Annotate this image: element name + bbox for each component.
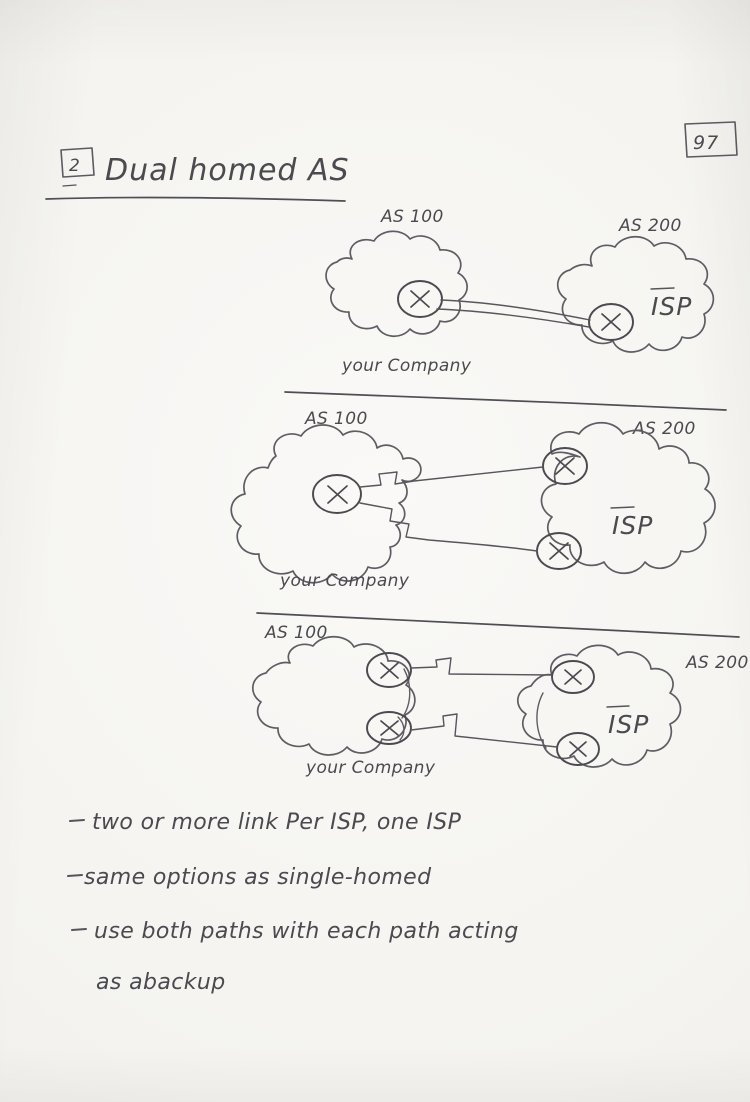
page-title: Dual homed AS <box>105 153 350 188</box>
diagram-2-right-as-label: AS 200 <box>632 419 696 439</box>
section-marker: 2 <box>69 156 80 176</box>
note-bullet-3: use both paths with each path acting as … <box>71 919 519 995</box>
diagram-3-isp-cloud: ISP <box>517 644 682 768</box>
divider-2 <box>256 612 740 638</box>
diagram-3-company-router-bottom <box>366 711 412 745</box>
diagram-2-isp-label: ISP <box>612 511 653 540</box>
diagram-1-company-label: your Company <box>341 356 472 376</box>
diagram-1-right-as-label: AS 200 <box>618 216 682 236</box>
diagram-3-company-label: your Company <box>305 758 436 778</box>
diagram-2-left-as-label: AS 100 <box>304 409 368 429</box>
diagram-2-company-router <box>312 474 362 514</box>
notes-list: two or more link Per ISP, one ISP same o… <box>67 810 519 995</box>
divider-1 <box>284 391 727 411</box>
note-bullet-1: two or more link Per ISP, one ISP <box>69 810 462 835</box>
page-title-group: 2 Dual homed AS <box>45 147 350 202</box>
diagram-2-links <box>359 466 544 552</box>
diagram-1-left-as-label: AS 100 <box>380 207 444 227</box>
diagram-3-links <box>410 657 558 748</box>
diagram-1-isp-cloud: ISP <box>557 235 715 353</box>
page-number-box: 97 <box>684 121 738 158</box>
diagram-1-isp-label: ISP <box>651 292 692 321</box>
diagram-3-company-cloud <box>252 635 416 756</box>
diagram-2-company-label: your Company <box>279 571 410 591</box>
diagram-1-links <box>436 299 591 328</box>
diagram-1: AS 100 AS 200 ISP <box>284 207 727 411</box>
diagram-1-isp-router <box>588 303 634 341</box>
page-number: 97 <box>693 132 719 154</box>
diagram-3-left-as-label: AS 100 <box>264 623 328 643</box>
diagram-2-isp-router-bottom <box>536 532 582 570</box>
diagram-3-right-as-label: AS 200 <box>685 653 749 673</box>
diagram-3-isp-label: ISP <box>608 710 649 739</box>
note-bullet-2: same options as single-homed <box>67 865 432 890</box>
diagram-2-isp-cloud: ISP <box>540 421 716 575</box>
diagram-1-company-cloud <box>325 230 468 337</box>
note-bullet-3-text: use both paths with each path acting <box>94 919 519 944</box>
diagram-3-isp-router-top <box>551 660 595 694</box>
diagram-2-isp-router-top <box>542 447 588 485</box>
diagram-1-company-router <box>397 280 443 318</box>
note-bullet-2-text: same options as single-homed <box>84 865 432 890</box>
diagram-3-isp-router-bottom <box>556 732 600 766</box>
diagram-3-company-router-top <box>366 652 412 688</box>
diagram-2: AS 100 AS 200 ISP <box>230 409 740 638</box>
note-bullet-3-text-cont: as abackup <box>96 970 226 995</box>
diagram-3: AS 100 AS 200 ISP <box>252 623 749 778</box>
note-bullet-1-text: two or more link Per ISP, one ISP <box>92 810 462 835</box>
diagram-2-company-cloud <box>230 424 422 584</box>
